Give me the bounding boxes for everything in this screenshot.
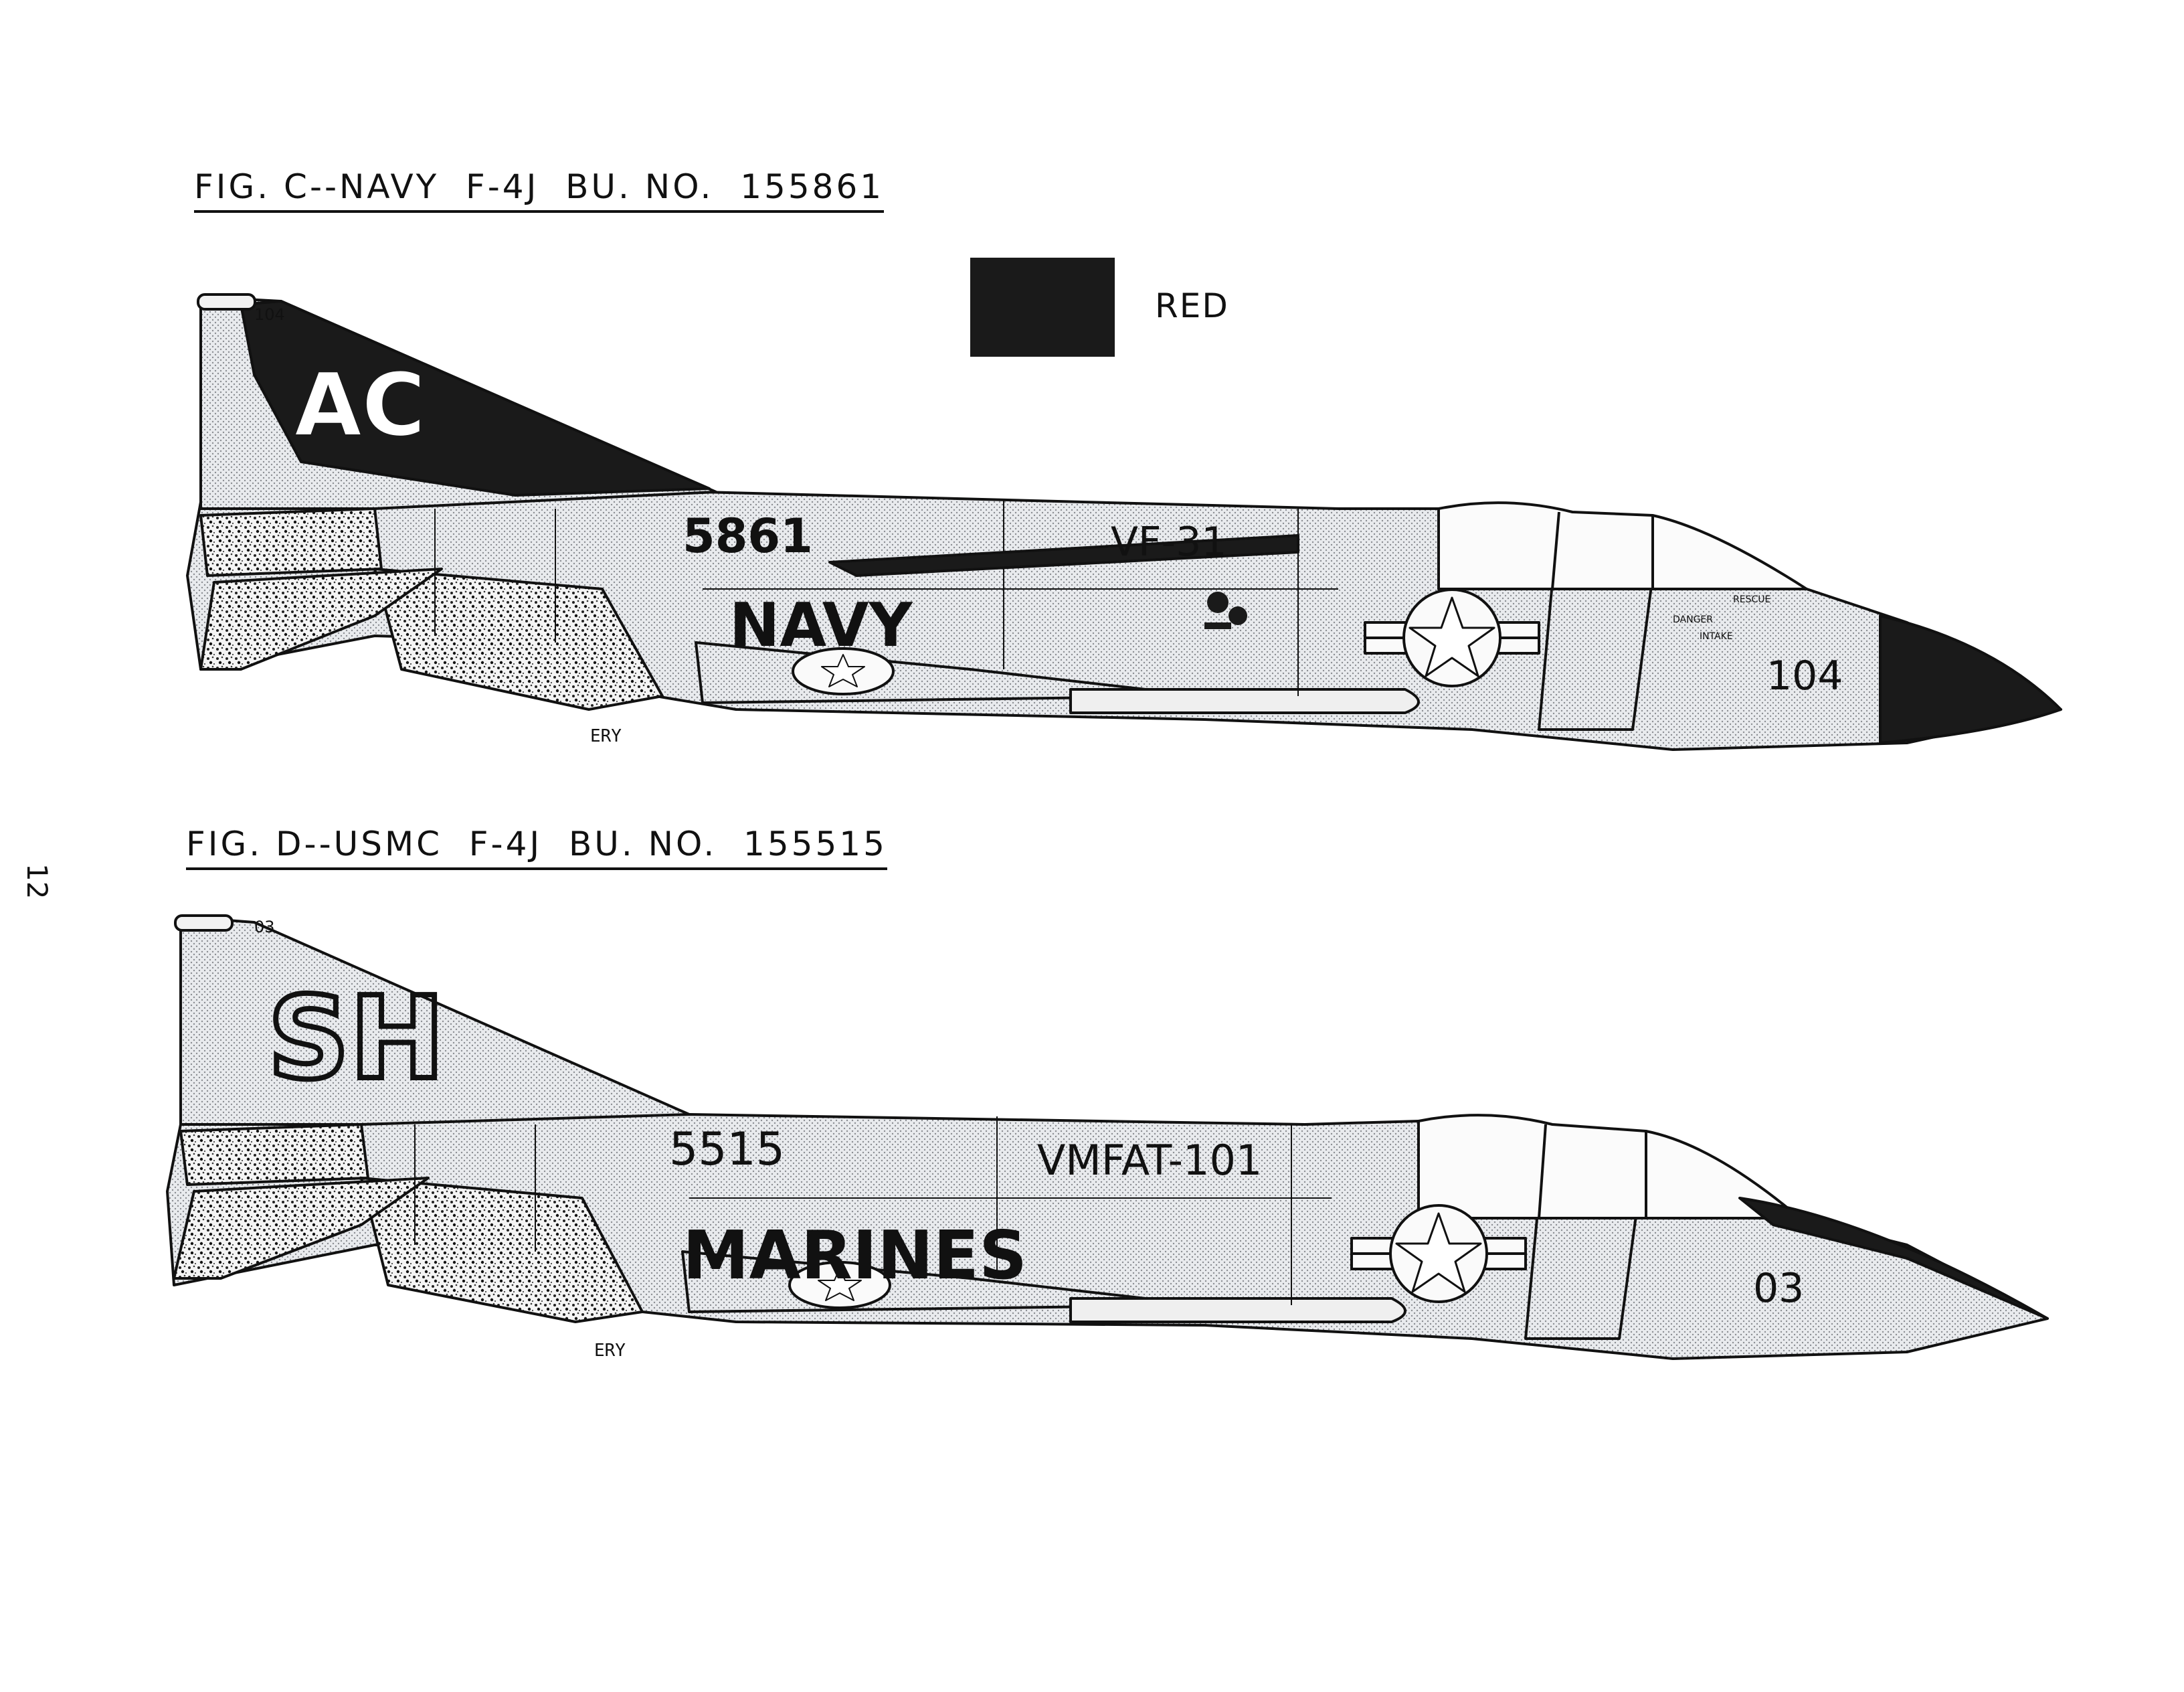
figure-d-caption: FIG. D--USMC F-4J BU. NO. 155515 bbox=[186, 825, 887, 870]
figure-c-caption: FIG. C--NAVY F-4J BU. NO. 155861 bbox=[194, 167, 885, 213]
legend-red-swatch bbox=[970, 258, 1115, 357]
artist-initials-d: ERY bbox=[594, 1341, 626, 1361]
squadron-vf31: VF-31 bbox=[1111, 519, 1227, 566]
squadron-vmfat101: VMFAT-101 bbox=[1037, 1136, 1262, 1185]
national-insignia-wing bbox=[792, 647, 895, 695]
aircraft-usmc-f4j bbox=[166, 914, 2049, 1360]
national-insignia-wing-usmc bbox=[788, 1261, 891, 1309]
national-insignia-fuselage-usmc bbox=[1350, 1204, 1527, 1303]
nose-modex-104: 104 bbox=[1766, 653, 1843, 699]
radome-red bbox=[1879, 614, 2062, 744]
aircraft-navy-f4j bbox=[186, 293, 2062, 751]
tail-code-sh: SH bbox=[268, 972, 445, 1105]
stencil-danger: DANGER bbox=[1673, 614, 1713, 625]
tail-red-band bbox=[240, 300, 711, 497]
markings-navy: AC 104 5861 VF-31 NAVY 104 RESCUE DANGER… bbox=[254, 305, 1843, 699]
felix-cat-emblem bbox=[1204, 592, 1247, 629]
markings-usmc: SH 03 5515 VMFAT-101 MARINES 03 bbox=[254, 918, 1804, 1312]
service-marines: MARINES bbox=[682, 1216, 1027, 1294]
serial-5861: 5861 bbox=[682, 509, 813, 564]
tail-modex-03: 03 bbox=[254, 918, 275, 936]
stencil-intake: INTAKE bbox=[1700, 631, 1733, 642]
serial-5515: 5515 bbox=[669, 1123, 785, 1176]
tail-modex-104: 104 bbox=[254, 305, 285, 324]
national-insignia-fuselage bbox=[1364, 588, 1540, 687]
nose-modex-03: 03 bbox=[1753, 1265, 1804, 1312]
artist-initials-c: ERY bbox=[590, 726, 622, 746]
service-navy: NAVY bbox=[729, 590, 914, 661]
stencil-rescue: RESCUE bbox=[1733, 594, 1770, 605]
legend-red-label: RED bbox=[1155, 286, 1229, 325]
tail-code-ac: AC bbox=[294, 354, 426, 456]
